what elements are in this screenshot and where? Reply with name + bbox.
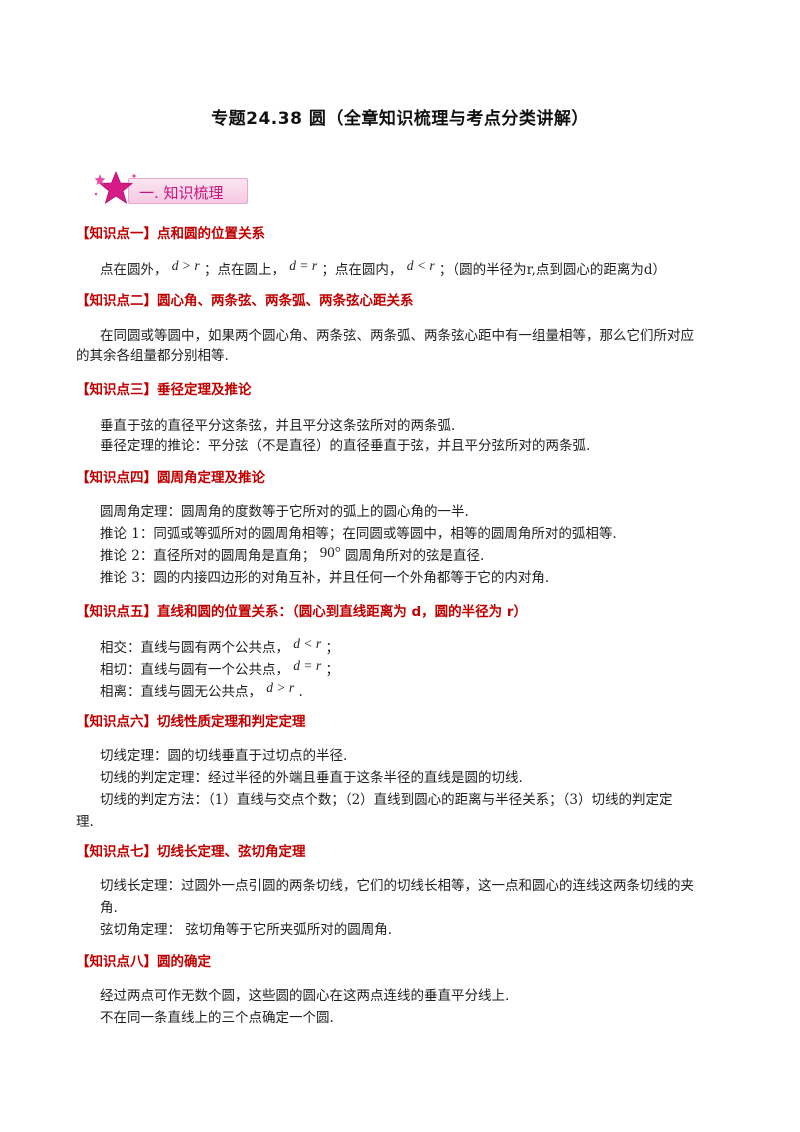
heading-tangent-theorem: 【知识点六】切线性质定理和判定定理 xyxy=(76,714,306,730)
text-fragment: ； xyxy=(325,662,339,678)
text-line: 角. xyxy=(100,900,118,916)
document-title: 专题24.38 圆（全章知识梳理与考点分类讲解） xyxy=(211,109,589,129)
text-fragment: ； xyxy=(325,640,339,656)
text-fragment: ；（圆的半径为r,点到圆心的距离为d） xyxy=(438,262,667,278)
heading-line-circle: 【知识点五】直线和圆的位置关系：（圆心到直线距离为 d，圆的半径为 r） xyxy=(76,604,527,620)
text-line: 在同圆或等圆中，如果两个圆心角、两条弦、两条弧、两条弦心距中有一组量相等，那么它… xyxy=(100,328,694,344)
math-expression: d > r xyxy=(171,258,200,273)
heading-perpendicular-diameter: 【知识点三】垂径定理及推论 xyxy=(76,382,252,398)
math-expression: 90° xyxy=(319,545,341,561)
math-expression: d > r xyxy=(266,680,295,695)
text-line: 圆周角定理：圆周角的度数等于它所对的弧上的圆心角的一半. xyxy=(100,504,469,520)
text-line: 推论 3：圆的内接四边形的对角互补，并且任何一个外角都等于它的内对角. xyxy=(100,570,550,586)
text-line: 弦切角定理： 弦切角等于它所夹弧所对的圆周角. xyxy=(100,922,393,938)
math-expression: d < r xyxy=(406,258,435,273)
text-line: 垂直于弦的直径平分这条弦，并且平分这条弦所对的两条弧. xyxy=(100,418,456,434)
star-icon xyxy=(94,170,136,204)
math-expression: d = r xyxy=(293,658,322,673)
heading-circle-determination: 【知识点八】圆的确定 xyxy=(76,954,211,970)
text-fragment: 相交：直线与圆有两个公共点， xyxy=(100,640,289,656)
heading-tangent-length: 【知识点七】切线长定理、弦切角定理 xyxy=(76,844,306,860)
text-line: 切线的判定定理：经过半径的外端且垂直于这条半径的直线是圆的切线. xyxy=(100,770,523,786)
text-fragment: ；点在圆内， xyxy=(321,262,403,278)
heading-inscribed-angle: 【知识点四】圆周角定理及推论 xyxy=(76,470,265,486)
text-line: 推论 2：直径所对的圆周角是直角； 90° 圆周角所对的弦是直径. xyxy=(100,544,484,565)
text-line: 切线长定理：过圆外一点引圆的两条切线，它们的切线长相等，这一点和圆心的连线这两条… xyxy=(100,878,694,894)
text-line: 相交：直线与圆有两个公共点， d < r ； xyxy=(100,636,339,656)
math-expression: d = r xyxy=(289,258,318,273)
section-banner: 一. 知识梳理 xyxy=(92,170,252,208)
text-line: 经过两点可作无数个圆，这些圆的圆心在这两点连线的垂直平分线上. xyxy=(100,988,510,1004)
text-fragment: . xyxy=(298,684,303,700)
text-line: 相离：直线与圆无公共点， d > r . xyxy=(100,680,303,700)
banner-label: 一. 知识梳理 xyxy=(139,184,224,202)
text-line: 切线的判定方法：（1）直线与交点个数；（2）直线到圆心的距离与半径关系；（3）切… xyxy=(100,792,673,808)
text-line: 相切：直线与圆有一个公共点， d = r ； xyxy=(100,658,339,678)
text-line: 推论 1：同弧或等弧所对的圆周角相等；在同圆或等圆中，相等的圆周角所对的弧相等. xyxy=(100,526,617,542)
text-fragment: 推论 2：直径所对的圆周角是直角； xyxy=(100,548,316,564)
heading-central-angle: 【知识点二】圆心角、两条弦、两条弧、两条弦心距关系 xyxy=(76,293,414,309)
text-fragment: 相离：直线与圆无公共点， xyxy=(100,684,262,700)
heading-point-circle: 【知识点一】点和圆的位置关系 xyxy=(76,226,265,242)
text-line: 理. xyxy=(76,814,94,830)
text-line: 的其余各组量都分别相等. xyxy=(76,348,229,364)
text-line: 切线定理：圆的切线垂直于过切点的半径. xyxy=(100,748,348,764)
text-fragment: 点在圆外， xyxy=(100,262,168,278)
text-fragment: ；点在圆上， xyxy=(203,262,285,278)
text-fragment: 相切：直线与圆有一个公共点， xyxy=(100,662,289,678)
text-line: 点在圆外， d > r ；点在圆上， d = r ；点在圆内， d < r ；（… xyxy=(100,258,666,278)
text-fragment: 圆周角所对的弦是直径. xyxy=(344,548,485,564)
text-line: 垂径定理的推论：平分弦（不是直径）的直径垂直于弦，并且平分弦所对的两条弧. xyxy=(100,438,591,454)
text-line: 不在同一条直线上的三个点确定一个圆. xyxy=(100,1010,334,1026)
banner-bar: 一. 知识梳理 xyxy=(128,178,248,204)
math-expression: d < r xyxy=(293,636,322,651)
